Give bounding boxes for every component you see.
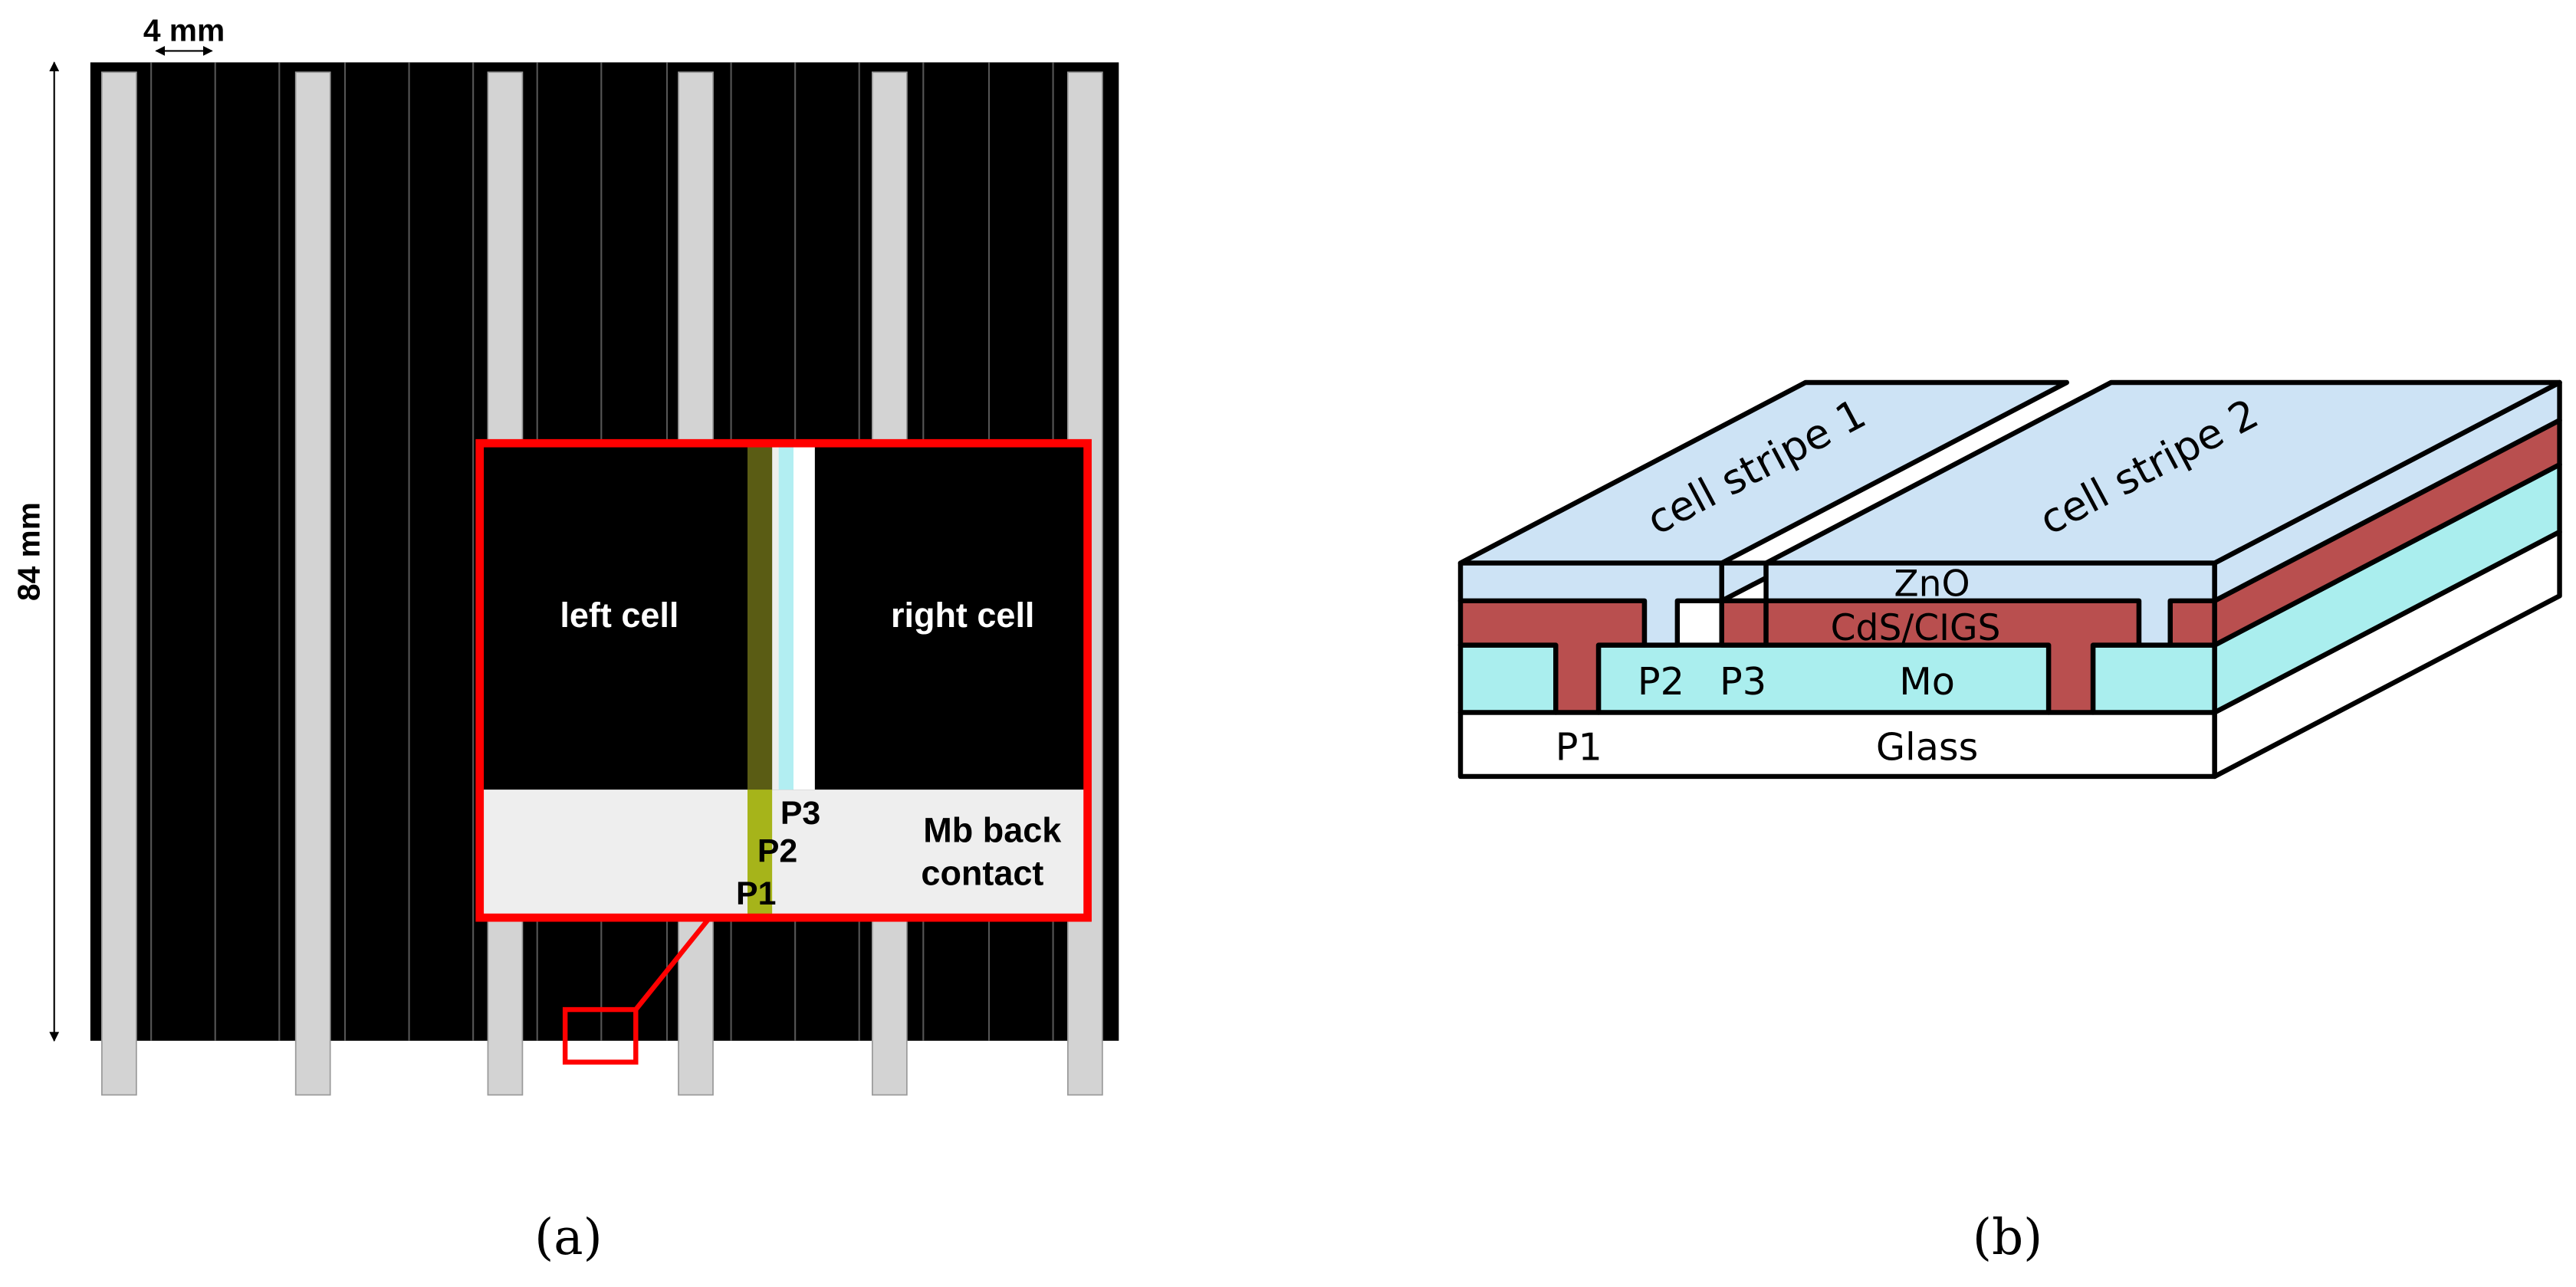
cds-cigs-stripe-1-edge: [1719, 598, 1769, 648]
p2-label: P2: [757, 832, 797, 869]
mo-label: Mo: [1899, 659, 1955, 704]
p3-scribe: [778, 443, 794, 790]
p2-label-b: P2: [1638, 659, 1684, 704]
back-contact-label-line2: contact: [921, 853, 1043, 892]
zno-label: ZnO: [1894, 563, 1970, 605]
glass-label: Glass: [1876, 725, 1978, 770]
zno-stripe-2: [1763, 560, 2217, 648]
p1-label-b: P1: [1556, 725, 1602, 770]
zno-side-face-left: [1719, 560, 1769, 604]
width-dimension-label: 4 mm: [143, 13, 225, 48]
mo-segment: [1595, 642, 2052, 715]
panel-a: 4 mm 84 mm left cell right cell P3 P2 P1…: [11, 13, 1119, 1266]
panel-b: [1457, 379, 2562, 780]
caption-a: (a): [534, 1209, 602, 1266]
p3-label-b: P3: [1720, 659, 1766, 704]
back-contact-label-line1: Mb back: [923, 811, 1062, 850]
inset-border: [475, 438, 1092, 922]
mo-segment: [2090, 642, 2217, 715]
zoom-connector: [633, 916, 712, 1012]
zno-stripe-1: [1457, 560, 1724, 648]
cds-cigs-stripe-2-edge: [2167, 598, 2217, 648]
right-cell-label: right cell: [891, 596, 1034, 635]
height-dimension-label: 84 mm: [11, 502, 46, 601]
mo-segment: [1457, 642, 1559, 715]
left-cell-label: left cell: [560, 596, 678, 635]
zoom-inset: left cell right cell P3 P2 P1 Mb back co…: [475, 438, 1092, 922]
p3-gap: [794, 443, 815, 790]
busbar: [101, 71, 137, 1096]
glass-front: [1457, 710, 2217, 780]
caption-b: (b): [1973, 1209, 2042, 1266]
busbar: [294, 71, 331, 1096]
p1-scribe-shadow: [748, 443, 773, 790]
cds-cigs-label: CdS/CIGS: [1831, 607, 2001, 649]
back-contact-area: [479, 790, 1088, 918]
p1-label: P1: [736, 875, 776, 912]
zoom-source-box: [562, 1006, 639, 1065]
p3-label: P3: [780, 795, 820, 832]
